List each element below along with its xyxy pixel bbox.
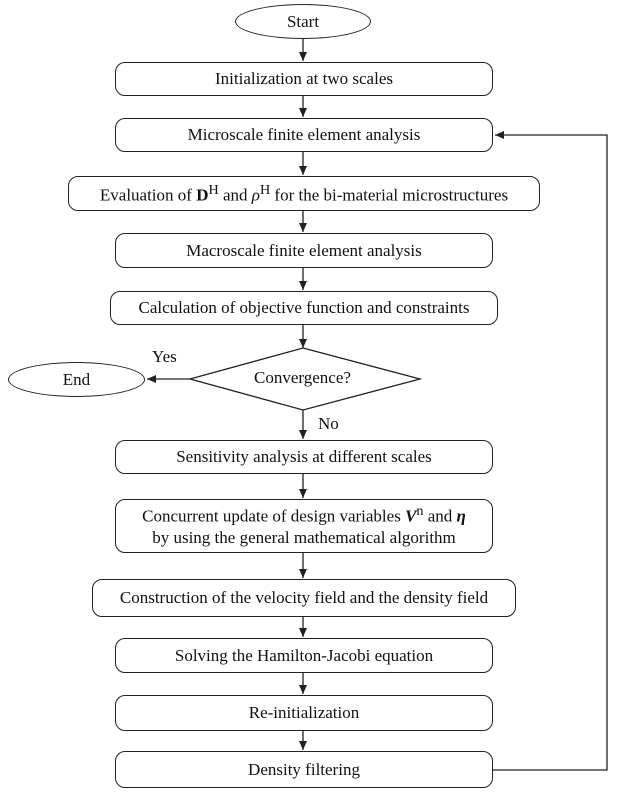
evaluation-label: Evaluation of DH and ρH for the bi-mater… bbox=[100, 182, 508, 206]
evaluation-suffix: for the bi-material microstructures bbox=[270, 185, 509, 205]
symbol-v: V bbox=[405, 507, 417, 527]
no-label: No bbox=[318, 414, 339, 433]
density-filter-step: Density filtering bbox=[115, 751, 493, 788]
evaluation-step: Evaluation of DH and ρH for the bi-mater… bbox=[68, 176, 540, 211]
convergence-label: Convergence? bbox=[254, 368, 351, 387]
update-and: and bbox=[423, 507, 457, 527]
macro-fea-step: Macroscale finite element analysis bbox=[115, 233, 493, 268]
update-line-1: Concurrent update of design variables Vn… bbox=[142, 503, 466, 527]
micro-fea-step: Microscale finite element analysis bbox=[115, 118, 493, 152]
symbol-d: D bbox=[196, 185, 209, 205]
solve-hj-label: Solving the Hamilton-Jacobi equation bbox=[174, 645, 434, 665]
calculation-label: Calculation of objective function and co… bbox=[138, 298, 470, 318]
symbol-rho: ρ bbox=[251, 185, 260, 205]
end-terminal: End bbox=[8, 362, 145, 397]
density-filter-label: Density filtering bbox=[248, 759, 360, 779]
construction-step: Construction of the velocity field and t… bbox=[92, 579, 516, 617]
evaluation-and: and bbox=[218, 185, 252, 205]
sensitivity-step: Sensitivity analysis at different scales bbox=[115, 440, 493, 474]
loop-back-arrow bbox=[493, 131, 608, 771]
update-label: Concurrent update of design variables Vn… bbox=[142, 503, 466, 548]
update-prefix: Concurrent update of design variables bbox=[142, 507, 406, 527]
construction-label: Construction of the velocity field and t… bbox=[119, 588, 489, 608]
calculation-step: Calculation of objective function and co… bbox=[110, 291, 498, 325]
start-label: Start bbox=[286, 11, 320, 31]
reinit-label: Re-initialization bbox=[248, 703, 360, 723]
init-label: Initialization at two scales bbox=[215, 69, 393, 89]
symbol-d-superscript: H bbox=[208, 181, 219, 198]
micro-fea-label: Microscale finite element analysis bbox=[187, 125, 421, 145]
update-line-2: by using the general mathematical algori… bbox=[152, 528, 456, 548]
update-step: Concurrent update of design variables Vn… bbox=[115, 499, 493, 553]
reinit-step: Re-initialization bbox=[115, 695, 493, 731]
macro-fea-label: Macroscale finite element analysis bbox=[186, 240, 422, 260]
symbol-rho-superscript: H bbox=[259, 181, 271, 198]
sensitivity-label: Sensitivity analysis at different scales bbox=[176, 447, 432, 467]
init-step: Initialization at two scales bbox=[115, 62, 493, 96]
symbol-eta: η bbox=[456, 507, 466, 527]
evaluation-prefix: Evaluation of bbox=[99, 185, 197, 205]
convergence-decision-shape bbox=[187, 347, 423, 411]
yes-label: Yes bbox=[152, 347, 177, 366]
symbol-v-superscript: n bbox=[416, 503, 424, 520]
end-label: End bbox=[62, 369, 91, 389]
solve-hj-step: Solving the Hamilton-Jacobi equation bbox=[115, 638, 493, 673]
start-terminal: Start bbox=[235, 4, 371, 39]
